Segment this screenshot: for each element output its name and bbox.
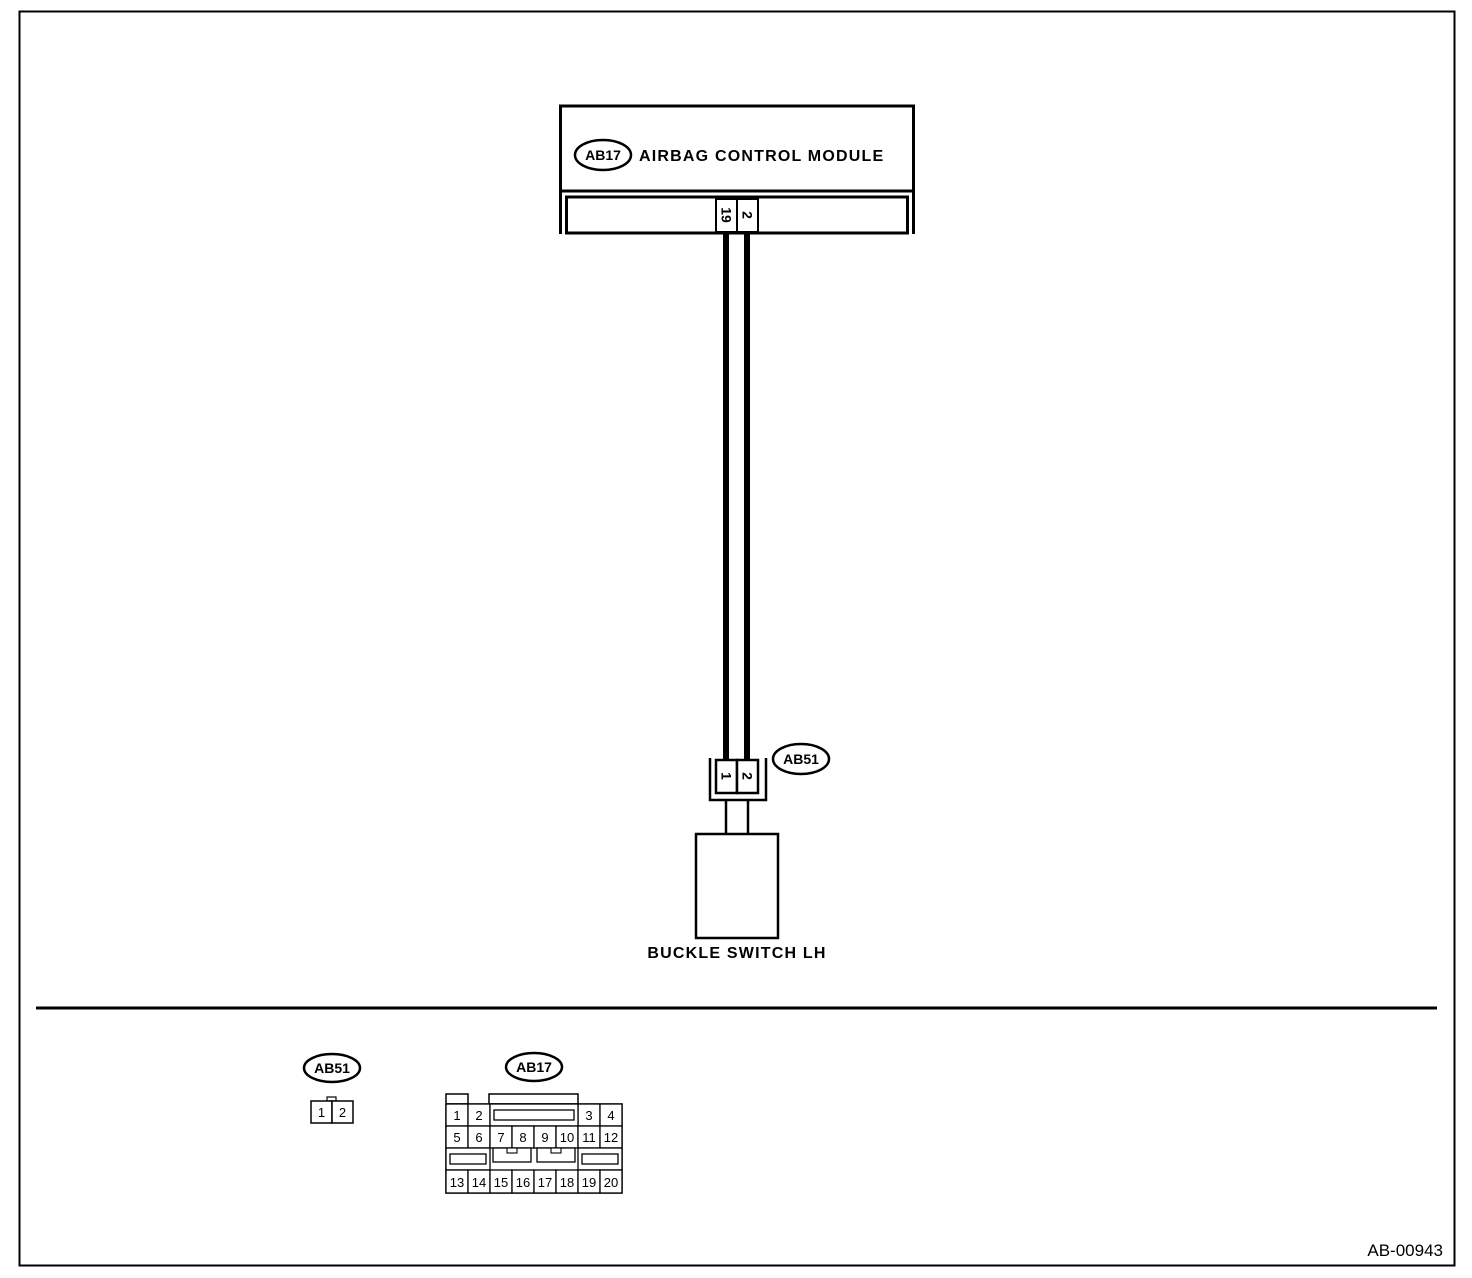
module-pin-2: 2 xyxy=(740,211,756,219)
ab17-key-tab xyxy=(550,1147,562,1154)
module-pin-cell-2 xyxy=(736,198,759,233)
ab17-pin-cell xyxy=(599,1169,623,1194)
ab17-key-tab xyxy=(506,1147,518,1154)
connector-bracket xyxy=(708,758,768,802)
legend-ab51-pin-cell-2 xyxy=(331,1100,354,1124)
ab17-pin-1: 1 xyxy=(453,1108,460,1123)
ab17-pin-5: 5 xyxy=(453,1130,460,1145)
ab17-key-slot xyxy=(449,1153,487,1165)
ab17-center-slot xyxy=(493,1109,575,1121)
switch-connector: 1 2 AB51 xyxy=(708,742,831,802)
switch-connector-oval xyxy=(771,742,831,776)
ab17-pin-15: 15 xyxy=(494,1175,508,1190)
ab17-pin-13: 13 xyxy=(450,1175,464,1190)
module-pin-19: 19 xyxy=(719,207,735,223)
ab17-pin-14: 14 xyxy=(472,1175,486,1190)
connector-pin-2: 2 xyxy=(740,772,756,780)
switch-label: BUCKLE SWITCH LH xyxy=(647,945,826,962)
ab17-pin-4: 4 xyxy=(607,1108,614,1123)
legend-ab51-pin-2: 2 xyxy=(339,1105,346,1120)
module-label: AIRBAG CONTROL MODULE xyxy=(639,148,884,165)
legend-ab51-pin-1: 1 xyxy=(318,1105,325,1120)
connector-pin-cell-2 xyxy=(735,758,760,795)
buckle-switch: BUCKLE SWITCH LH xyxy=(647,800,826,962)
ab17-pin-9: 9 xyxy=(541,1130,548,1145)
ab17-pin-3: 3 xyxy=(585,1108,592,1123)
switch-body xyxy=(694,832,780,940)
ab17-pin-7: 7 xyxy=(497,1130,504,1145)
ab17-pin-8: 8 xyxy=(519,1130,526,1145)
module-connector-oval xyxy=(573,138,633,172)
switch-connector-id: AB51 xyxy=(783,751,819,767)
ab17-pin-19: 19 xyxy=(582,1175,596,1190)
diagram-frame xyxy=(18,10,1456,1267)
legend-ab51: AB51 1 2 xyxy=(302,1052,362,1124)
ab17-pin-18: 18 xyxy=(560,1175,574,1190)
ab17-pin-11: 11 xyxy=(582,1130,596,1145)
ab17-pin-10: 10 xyxy=(560,1130,574,1145)
airbag-control-module: AB17 AIRBAG CONTROL MODULE 19 2 xyxy=(559,104,915,235)
legend-ab17-corner-tab xyxy=(445,1093,469,1105)
module-connector-id: AB17 xyxy=(585,147,621,163)
ab17-key-slot xyxy=(581,1153,619,1165)
ab17-pin-16: 16 xyxy=(516,1175,530,1190)
figure-id: AB-00943 xyxy=(1367,1241,1443,1260)
ab17-pin-20: 20 xyxy=(604,1175,618,1190)
legend-ab51-oval xyxy=(302,1052,362,1084)
ab17-pin-12: 12 xyxy=(604,1130,618,1145)
legend-ab17-oval xyxy=(504,1051,564,1083)
ab17-pin-6: 6 xyxy=(475,1130,482,1145)
ab17-pin-2: 2 xyxy=(475,1108,482,1123)
legend-ab17-id: AB17 xyxy=(516,1059,552,1075)
legend-ab51-id: AB51 xyxy=(314,1060,350,1076)
connector-pin-1: 1 xyxy=(719,772,735,780)
legend-ab17-top-latch xyxy=(488,1093,579,1105)
ab17-pin-17: 17 xyxy=(538,1175,552,1190)
